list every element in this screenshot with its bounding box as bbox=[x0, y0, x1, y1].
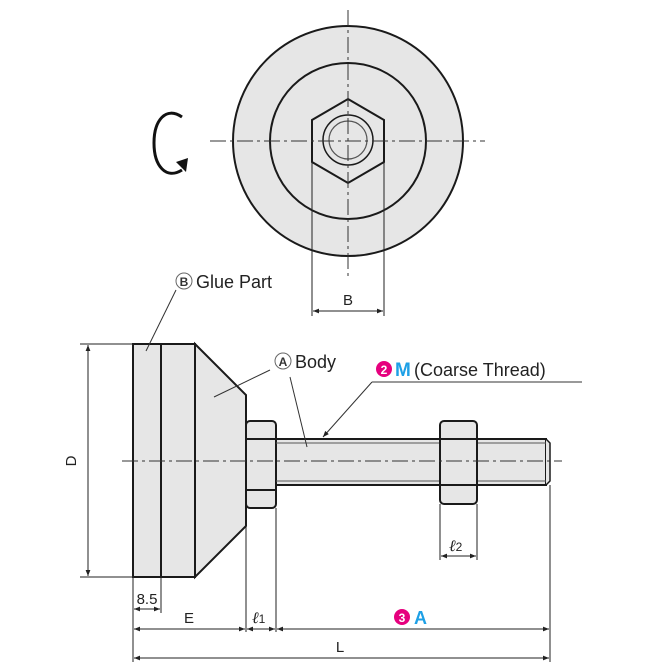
marker-3-text: 3 bbox=[399, 611, 406, 625]
dim-A: A bbox=[414, 608, 427, 628]
marker-2-text: 2 bbox=[381, 363, 388, 377]
marker-A bbox=[274, 352, 292, 370]
dim-l2: ℓ2 bbox=[449, 538, 463, 555]
dim-8.5: 8.5 bbox=[137, 591, 158, 608]
annotation-glue-part: B Glue Part bbox=[145, 272, 272, 352]
dim-A-label: 3 A bbox=[394, 608, 427, 628]
marker-A-text: A bbox=[279, 355, 288, 369]
threaded-rod bbox=[275, 438, 547, 486]
marker-3 bbox=[394, 609, 410, 625]
annotation-body: A Body bbox=[213, 352, 336, 448]
thread-label: (Coarse Thread) bbox=[414, 360, 546, 380]
dim-l1: ℓ1 bbox=[252, 610, 266, 627]
dim-L: L bbox=[336, 639, 344, 656]
marker-B-text: B bbox=[180, 275, 189, 289]
dim-D: D bbox=[63, 455, 80, 466]
annotation-thread: 2 M (Coarse Thread) bbox=[322, 360, 582, 438]
body-label: Body bbox=[295, 352, 336, 372]
rod-chamfer bbox=[545, 438, 551, 486]
rotation-arrow-icon bbox=[152, 111, 188, 175]
thread-M: M bbox=[395, 360, 411, 381]
marker-2 bbox=[376, 361, 392, 377]
hex-nut-body bbox=[245, 420, 277, 509]
marker-B bbox=[175, 272, 193, 290]
hex-nut-jam bbox=[439, 420, 478, 505]
side-view: D 8.5 E ℓ1 3 A L ℓ2 bbox=[63, 272, 582, 662]
dim-E: E bbox=[184, 610, 194, 627]
top-view: B bbox=[152, 10, 485, 316]
dim-B: B bbox=[343, 292, 353, 309]
glue-part-label: Glue Part bbox=[196, 272, 272, 292]
